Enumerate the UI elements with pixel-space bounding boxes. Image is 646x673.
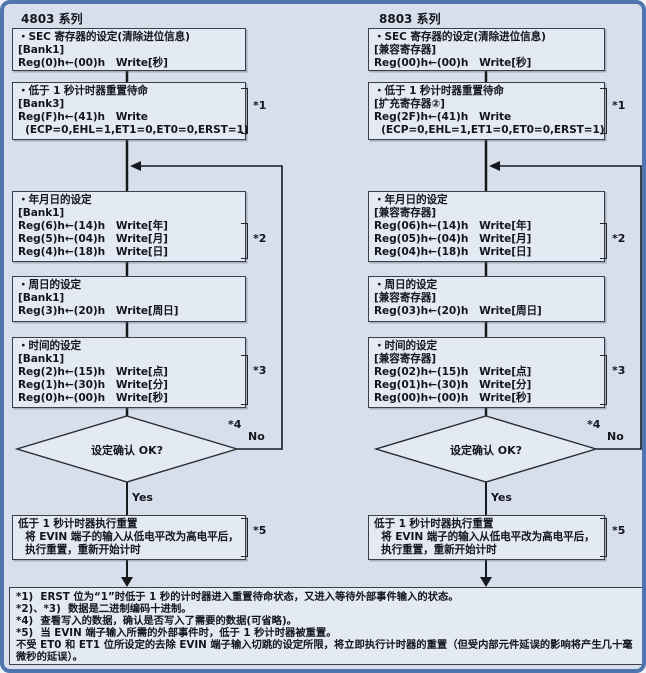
box-line: ・周日的设定 — [18, 279, 81, 291]
box-line: Reg(3)h←(20)h Write[周日] — [18, 305, 179, 317]
note-label-5-right: *5 — [612, 524, 626, 537]
decision-diamond-right — [373, 415, 599, 483]
box-line: Reg(4)h←(18)h Write[日] — [18, 246, 168, 258]
flow-box-execute-reset-8803: 低于 1 秒计时器执行重置 将 EVIN 端子的输入从低电平改为高电平后， 执行… — [368, 515, 605, 560]
decision-label-left: 设定确认 OK? — [90, 444, 164, 457]
box-line: 将 EVIN 端子的输入从低电平改为高电平后， — [374, 531, 595, 543]
box-line: [Bank3] — [18, 98, 65, 110]
arrowhead-merge-right — [489, 161, 500, 171]
box-line: [扩充寄存器②] — [374, 98, 445, 110]
box-line: Reg(1)h←(30)h Write[分] — [18, 379, 168, 391]
box-line: ・低于 1 秒计时器重置待命 — [18, 85, 148, 97]
branch-no-left: No — [248, 430, 265, 443]
footnote-line: *2)、*3) 数据是二进制编码十进制。 — [16, 603, 192, 615]
box-line: Reg(6)h←(14)h Write[年] — [18, 220, 168, 232]
note-label-5-left: *5 — [253, 524, 267, 537]
box-line: ・时间的设定 — [18, 340, 81, 352]
note-bracket — [241, 88, 248, 134]
box-line: Reg(00)h←(00)h Write[秒] — [374, 57, 532, 69]
column-title-4803: 4803 系列 — [21, 12, 83, 26]
footnote-line: *1) ERST 位为“1”时低于 1 秒的计时器进入重置待命状态，又进入等待外… — [16, 591, 459, 603]
box-line: Reg(0)h←(00)h Write[秒] — [18, 57, 168, 69]
flow-box-date-setting-8803: ・年月日的设定 [兼容寄存器] Reg(06)h←(14)h Write[年] … — [368, 191, 605, 262]
flow-box-execute-reset-4803: 低于 1 秒计时器执行重置 将 EVIN 端子的输入从低电平改为高电平后， 执行… — [12, 515, 246, 560]
branch-no-right: No — [607, 430, 624, 443]
note-label-3-left: *3 — [253, 364, 267, 377]
box-line: (ECP=0,EHL=1,ET1=0,ET0=0,ERST=1) — [18, 124, 249, 136]
box-line: Reg(2)h←(15)h Write[点] — [18, 366, 168, 378]
box-line: ・SEC 寄存器的设定(清除进位信息) — [18, 31, 190, 43]
box-line: ・时间的设定 — [374, 340, 437, 352]
flow-box-weekday-setting-8803: ・周日的设定 [兼容寄存器] Reg(03)h←(20)h Write[周日] — [368, 276, 605, 322]
note-bracket — [241, 518, 248, 557]
box-line: [兼容寄存器] — [374, 292, 436, 304]
box-line: Reg(06)h←(14)h Write[年] — [374, 220, 532, 232]
flow-box-date-setting-4803: ・年月日的设定 [Bank1] Reg(6)h←(14)h Write[年] R… — [12, 191, 246, 262]
note-label-2-left: *2 — [253, 232, 267, 245]
box-line: [Bank1] — [18, 292, 65, 304]
box-line: [兼容寄存器] — [374, 44, 436, 56]
column-title-8803: 8803 系列 — [379, 12, 441, 26]
flow-box-reset-standby-8803: ・低于 1 秒计时器重置待命 [扩充寄存器②] Reg(2F)h←(41)h W… — [368, 82, 605, 140]
note-bracket — [241, 355, 248, 405]
branch-yes-right: Yes — [491, 491, 512, 504]
box-line: [Bank1] — [18, 353, 65, 365]
note-bracket — [241, 223, 248, 259]
box-line: 低于 1 秒计时器执行重置 — [374, 518, 494, 530]
decision-diamond-left — [14, 415, 240, 483]
box-line: Reg(2F)h←(41)h Write — [374, 111, 512, 123]
box-line: Reg(00)h←(00)h Write[秒] — [374, 392, 532, 404]
note-label-1-right: *1 — [612, 99, 626, 112]
box-line: 执行重置，重新开始计时 — [18, 544, 141, 556]
box-line: Reg(0)h←(00)h Write[秒] — [18, 392, 168, 404]
note-label-4-right: *4 — [587, 418, 601, 431]
box-line: ・周日的设定 — [374, 279, 437, 291]
flow-box-sec-setting-4803: ・SEC 寄存器的设定(清除进位信息) [Bank1] Reg(0)h←(00)… — [12, 28, 246, 71]
decision-label-right: 设定确认 OK? — [449, 444, 523, 457]
arrowhead-merge-left — [130, 161, 141, 171]
note-label-3-right: *3 — [612, 364, 626, 377]
footnote-line: *5) 当 EVIN 端子输入所需的外部事件时，低于 1 秒计时器被重置。 — [16, 627, 337, 639]
box-line: [兼容寄存器] — [374, 353, 436, 365]
flow-box-time-setting-8803: ・时间的设定 [兼容寄存器] Reg(02)h←(15)h Write[点] R… — [368, 337, 605, 408]
box-line: [兼容寄存器] — [374, 207, 436, 219]
box-line: 将 EVIN 端子的输入从低电平改为高电平后， — [18, 531, 239, 543]
box-line: Reg(02)h←(15)h Write[点] — [374, 366, 532, 378]
footnote-box: *1) ERST 位为“1”时低于 1 秒的计时器进入重置待命状态，又进入等待外… — [9, 587, 642, 665]
box-line: Reg(05)h←(04)h Write[月] — [374, 233, 532, 245]
footnote-line: *4) 查看写入的数据，确认是否写入了需要的数据(可省略)。 — [16, 615, 297, 627]
flow-box-reset-standby-4803: ・低于 1 秒计时器重置待命 [Bank3] Reg(F)h←(41)h Wri… — [12, 82, 249, 140]
note-bracket — [600, 355, 607, 405]
flow-box-time-setting-4803: ・时间的设定 [Bank1] Reg(2)h←(15)h Write[点] Re… — [12, 337, 246, 408]
note-bracket — [600, 223, 607, 259]
note-bracket — [600, 518, 607, 557]
arrowhead-down-right — [480, 577, 492, 587]
footnote-line: 不受 ET0 和 ET1 位所设定的去除 EVIN 端子输入切跳的设定所限，将立… — [16, 639, 633, 651]
box-line: ・低于 1 秒计时器重置待命 — [374, 85, 504, 97]
branch-yes-left: Yes — [132, 491, 153, 504]
arrowhead-down-left — [121, 577, 133, 587]
box-line: [Bank1] — [18, 207, 65, 219]
box-line: 低于 1 秒计时器执行重置 — [18, 518, 138, 530]
box-line: [Bank1] — [18, 44, 65, 56]
box-line: Reg(01)h←(30)h Write[分] — [374, 379, 532, 391]
box-line: Reg(03)h←(20)h Write[周日] — [374, 305, 542, 317]
box-line: 执行重置，重新开始计时 — [374, 544, 497, 556]
note-bracket — [600, 88, 607, 134]
box-line: Reg(04)h←(18)h Write[日] — [374, 246, 532, 258]
box-line: Reg(F)h←(41)h Write — [18, 111, 148, 123]
box-line: ・SEC 寄存器的设定(清除进位信息) — [374, 31, 546, 43]
flow-box-sec-setting-8803: ・SEC 寄存器的设定(清除进位信息) [兼容寄存器] Reg(00)h←(00… — [368, 28, 605, 71]
box-line: (ECP=0,EHL=1,ET1=0,ET0=0,ERST=1) — [374, 124, 605, 136]
box-line: ・年月日的设定 — [374, 194, 448, 206]
box-line: ・年月日的设定 — [18, 194, 92, 206]
flow-connectors — [14, 71, 642, 587]
flow-box-weekday-setting-4803: ・周日的设定 [Bank1] Reg(3)h←(20)h Write[周日] — [12, 276, 246, 322]
note-label-4-left: *4 — [228, 418, 242, 431]
note-label-2-right: *2 — [612, 232, 626, 245]
box-line: Reg(5)h←(04)h Write[月] — [18, 233, 168, 245]
note-label-1-left: *1 — [253, 99, 267, 112]
footnote-line: 微秒的延误）。 — [16, 651, 83, 663]
